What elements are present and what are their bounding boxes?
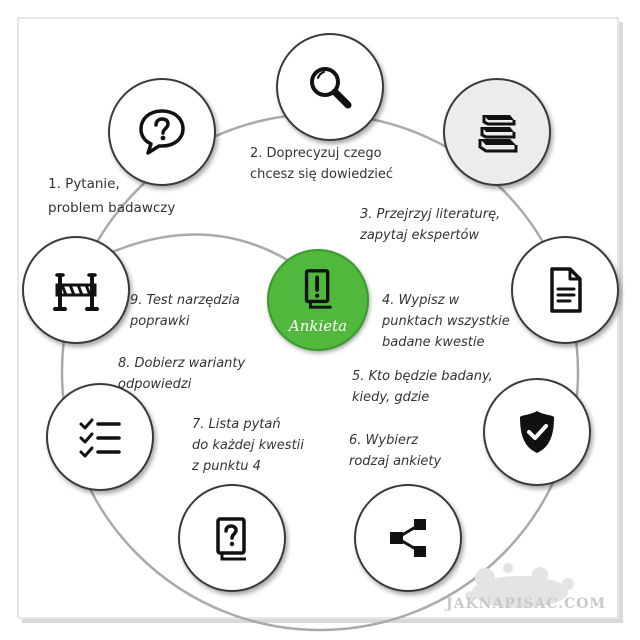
step-1-node <box>108 78 216 186</box>
document-icon <box>550 267 582 313</box>
step-8-line-1: 8. Dobierz warianty <box>118 356 246 371</box>
step-1-label: 1. Pytanie, problem badawczy <box>48 172 175 220</box>
step-7-line-1: 7. Lista pytań <box>192 417 281 432</box>
step-5-label: 5. Kto będzie badany, kiedy, gdzie <box>352 366 493 408</box>
step-9-node <box>22 236 130 344</box>
step-4-line-2: punktach wszystkie <box>382 314 510 329</box>
step-6-line-1: 6. Wybierz <box>349 433 419 448</box>
step-3-line-1: 3. Przejrzyj literaturę, <box>360 207 501 222</box>
step-4-line-3: badane kwestie <box>382 335 485 350</box>
shield-check-icon <box>520 411 554 453</box>
step-6-node <box>354 484 462 592</box>
step-1-line-2: problem badawczy <box>48 200 176 216</box>
step-3-line-2: zapytaj ekspertów <box>360 228 480 243</box>
watermark: JAKNAPISAC.COM <box>446 596 606 612</box>
step-3-label: 3. Przejrzyj literaturę, zapytaj ekspert… <box>360 204 500 246</box>
step-7-line-3: z punktu 4 <box>192 459 261 474</box>
step-8-line-2: odpowiedzi <box>118 377 192 392</box>
step-5-line-1: 5. Kto będzie badany, <box>352 369 493 384</box>
step-2-node <box>276 33 384 141</box>
step-9-line-2: poprawki <box>130 314 190 329</box>
step-6-label: 6. Wybierz rodzaj ankiety <box>349 430 441 472</box>
step-5-line-2: kiedy, gdzie <box>352 390 430 405</box>
step-7-node <box>178 484 286 592</box>
books-icon <box>478 115 518 153</box>
step-3-node <box>443 78 551 186</box>
center-label: Ankieta <box>288 317 348 335</box>
share-icon <box>390 519 426 557</box>
step-4-label: 4. Wypisz w punktach wszystkie badane kw… <box>382 290 510 353</box>
step-9-label: 9. Test narzędzia poprawki <box>130 290 240 332</box>
step-8-node <box>46 383 154 491</box>
step-4-line-1: 4. Wypisz w <box>382 293 460 308</box>
step-7-line-2: do każdej kwestii <box>192 438 304 453</box>
question-cards-icon <box>216 517 246 561</box>
step-2-line-1: 2. Doprecyzuj czego <box>250 146 382 161</box>
step-5-node <box>483 378 591 486</box>
barrier-icon <box>53 273 99 311</box>
step-2-line-2: chcesz się dowiedzieć <box>250 167 394 182</box>
step-9-line-1: 9. Test narzędzia <box>130 293 240 308</box>
center-node: Ankieta <box>267 249 369 351</box>
exclamation-document-icon <box>304 269 332 309</box>
step-7-label: 7. Lista pytań do każdej kwestii z punkt… <box>192 414 304 477</box>
checklist-icon <box>79 418 121 458</box>
splash-decoration <box>465 563 574 608</box>
step-8-label: 8. Dobierz warianty odpowiedzi <box>118 353 245 395</box>
step-1-line-1: 1. Pytanie, <box>48 176 120 192</box>
magnifier-icon <box>310 67 352 109</box>
step-2-label: 2. Doprecyzuj czego chcesz się dowiedzie… <box>250 143 393 185</box>
question-bubble-icon <box>139 109 185 155</box>
step-6-line-2: rodzaj ankiety <box>349 454 442 469</box>
step-4-node <box>511 236 619 344</box>
